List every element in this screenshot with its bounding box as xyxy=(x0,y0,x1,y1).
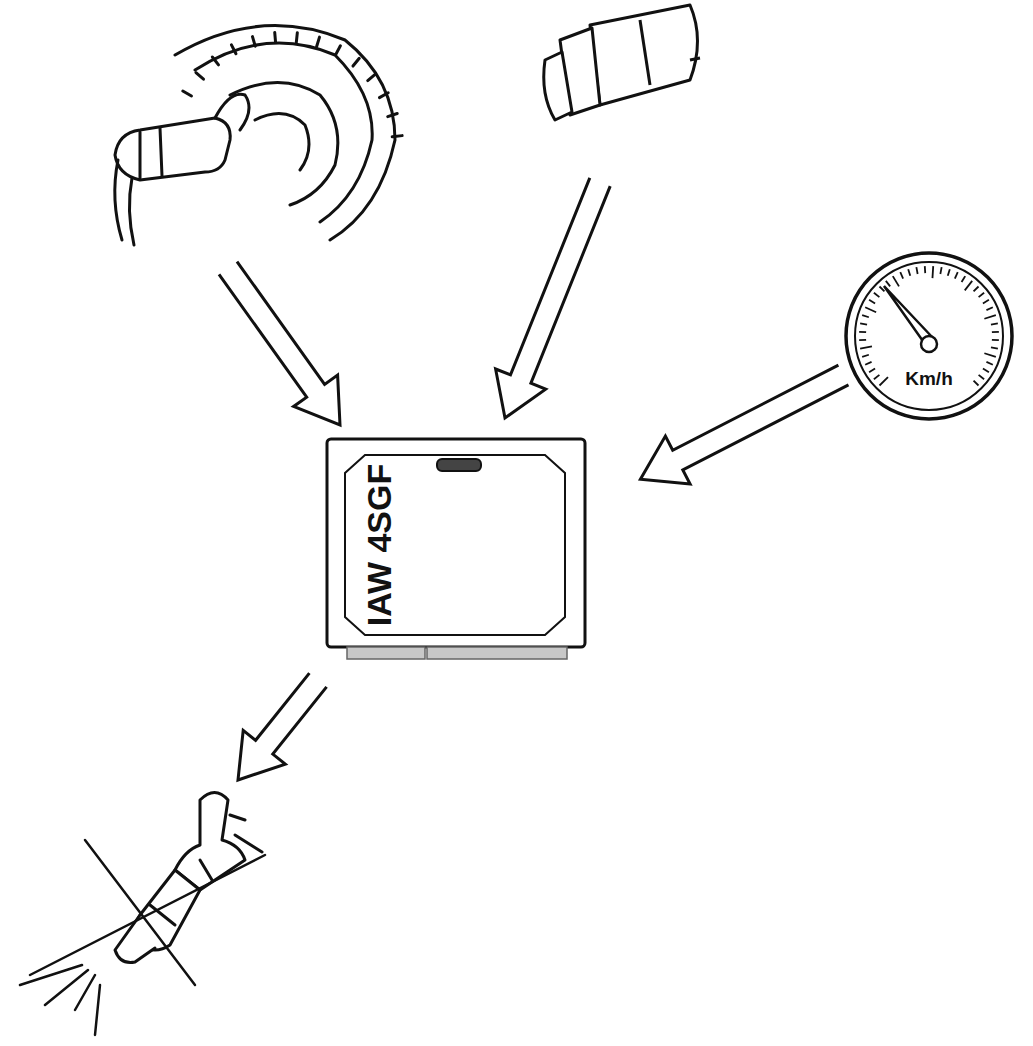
signal-arrow xyxy=(238,673,327,780)
signal-arrow xyxy=(496,178,611,418)
signal-arrow xyxy=(640,365,848,484)
unit-label: Km/h xyxy=(905,368,953,390)
flywheel-sensor xyxy=(115,26,402,245)
unit-code: IAW 4SGF xyxy=(360,464,399,626)
gauge-dial xyxy=(843,250,1015,422)
signal-arrow xyxy=(219,262,340,425)
speedometer-gauge: Km/h xyxy=(843,250,1015,422)
coolant-temperature-sensor xyxy=(544,5,700,120)
signal-arrows xyxy=(219,178,610,780)
injector xyxy=(20,793,265,1036)
control-unit-box: IAW 4SGF xyxy=(325,437,587,661)
